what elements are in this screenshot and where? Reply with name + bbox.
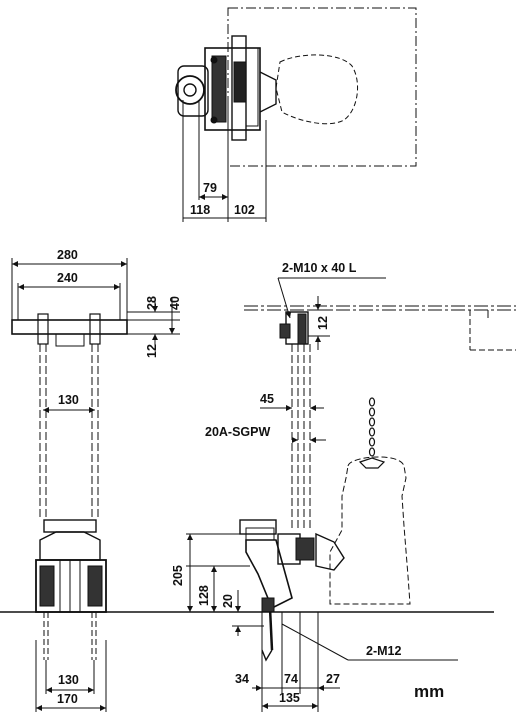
side-valve-body [239, 519, 345, 662]
dim-130-upper: 130 [58, 393, 79, 407]
dim-79: 79 [203, 181, 217, 195]
dim-280: 280 [57, 248, 78, 262]
pipe-callout: 20A-SGPW [205, 425, 270, 439]
dim-12-side: 12 [316, 316, 330, 330]
dim-40: 40 [168, 296, 182, 310]
dim-205: 205 [171, 565, 185, 586]
dim-45: 45 [260, 392, 274, 406]
side-tank-outline [329, 456, 411, 605]
dim-34: 34 [235, 672, 249, 686]
dim-102: 102 [234, 203, 255, 217]
side-chain [368, 397, 376, 457]
dim-130-lower: 130 [58, 673, 79, 687]
anchor-callout: 2-M12 [366, 644, 401, 658]
plan-outline [227, 7, 417, 167]
unit-label: mm [414, 682, 444, 701]
front-plate [11, 319, 128, 335]
plan-valve-body [175, 35, 277, 141]
dim-27: 27 [326, 672, 340, 686]
front-view [11, 258, 180, 712]
side-view [186, 277, 516, 712]
plan-bowl [275, 54, 358, 125]
dim-74: 74 [284, 672, 298, 686]
dim-12-front: 12 [145, 344, 159, 358]
dim-240: 240 [57, 271, 78, 285]
dim-170: 170 [57, 692, 78, 706]
dim-118: 118 [190, 203, 210, 217]
bolt-callout: 2-M10 x 40 L [282, 261, 357, 275]
dim-135: 135 [279, 691, 300, 705]
dim-28: 28 [145, 296, 159, 310]
front-valve-body [35, 519, 107, 613]
dim-128: 128 [197, 585, 211, 606]
top-view [175, 7, 417, 222]
dim-20: 20 [221, 594, 235, 608]
